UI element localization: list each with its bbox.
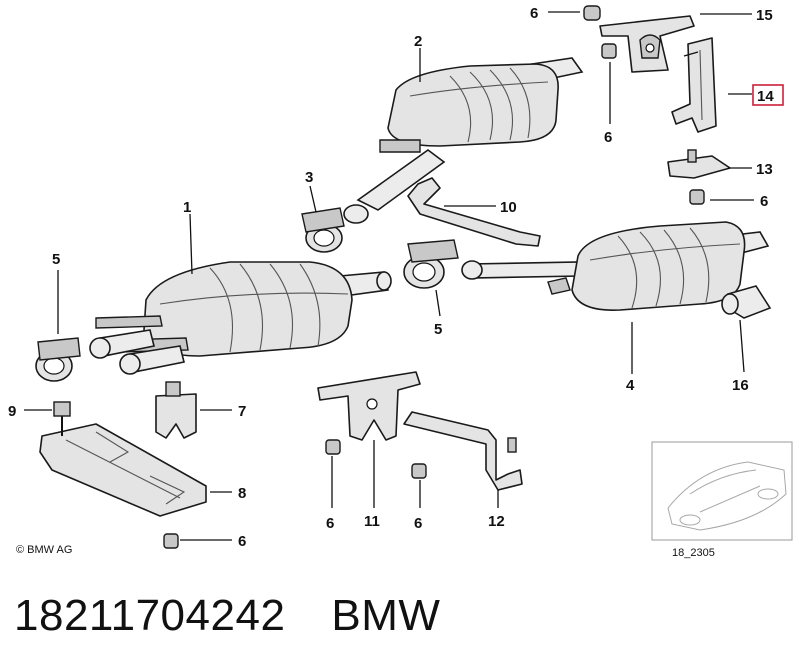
callout-6-hanger-11: 6 xyxy=(326,515,334,532)
rear-silencer-lower xyxy=(461,221,770,311)
diagram-code: 18_2305 xyxy=(672,547,715,559)
callout-5-left: 5 xyxy=(52,251,60,268)
clamp-5-left xyxy=(35,337,81,382)
tail-pipe xyxy=(721,285,772,319)
callout-14: 14 xyxy=(757,88,774,105)
hanger-bracket-upper xyxy=(583,5,695,73)
callout-8: 8 xyxy=(238,485,246,502)
nut-top xyxy=(601,43,617,59)
connecting-bracket xyxy=(407,177,541,247)
vehicle-location-inset: 18_2305 xyxy=(651,441,793,559)
callout-1: 1 xyxy=(183,199,191,216)
angle-bracket xyxy=(403,411,523,491)
nut-right xyxy=(689,189,705,205)
callout-2: 2 xyxy=(414,33,422,50)
rear-silencer-upper xyxy=(343,57,584,224)
callout-6-bracket-12: 6 xyxy=(414,515,422,532)
callouts: 2 3 1 5 5 6 15 6 14 13 6 10 4 16 9 7 8 6… xyxy=(8,5,784,550)
callout-6-top: 6 xyxy=(530,5,538,22)
part-14-highlight-box xyxy=(752,84,784,106)
footer: 18211704242 BMW xyxy=(14,586,440,646)
hanger-bracket-highlighted xyxy=(671,37,717,133)
exhaust-system-diagram: 2 3 1 5 5 6 15 6 14 13 6 10 4 16 9 7 8 6… xyxy=(8,5,793,559)
hanger-11 xyxy=(317,371,421,441)
front-silencer xyxy=(89,261,392,375)
callout-6-upper-nut: 6 xyxy=(604,129,612,146)
callout-12: 12 xyxy=(488,513,505,530)
nut-11 xyxy=(325,439,341,455)
callout-9: 9 xyxy=(8,403,16,420)
callout-4: 4 xyxy=(626,377,635,394)
clamp-bracket xyxy=(667,149,731,179)
clamp-3 xyxy=(301,207,345,253)
part-number: 18211704242 xyxy=(14,591,286,640)
brand-name: BMW xyxy=(331,591,441,640)
nut-plate xyxy=(163,533,179,549)
callout-6-plate: 6 xyxy=(238,533,246,550)
callout-11: 11 xyxy=(364,513,380,530)
callout-15: 15 xyxy=(756,7,773,24)
callout-6-right: 6 xyxy=(760,193,768,210)
nut-12 xyxy=(411,463,427,479)
copyright-notice: © BMW AG xyxy=(16,544,72,556)
callout-5-center: 5 xyxy=(434,321,442,338)
callout-13: 13 xyxy=(756,161,773,178)
callout-16: 16 xyxy=(732,377,749,394)
callout-10: 10 xyxy=(500,199,517,216)
rubber-mount xyxy=(155,381,197,439)
callout-3: 3 xyxy=(305,169,313,186)
leader-lines xyxy=(24,11,754,541)
clamp-5-center xyxy=(403,239,459,289)
callout-7: 7 xyxy=(238,403,246,420)
support-plate xyxy=(39,401,207,517)
